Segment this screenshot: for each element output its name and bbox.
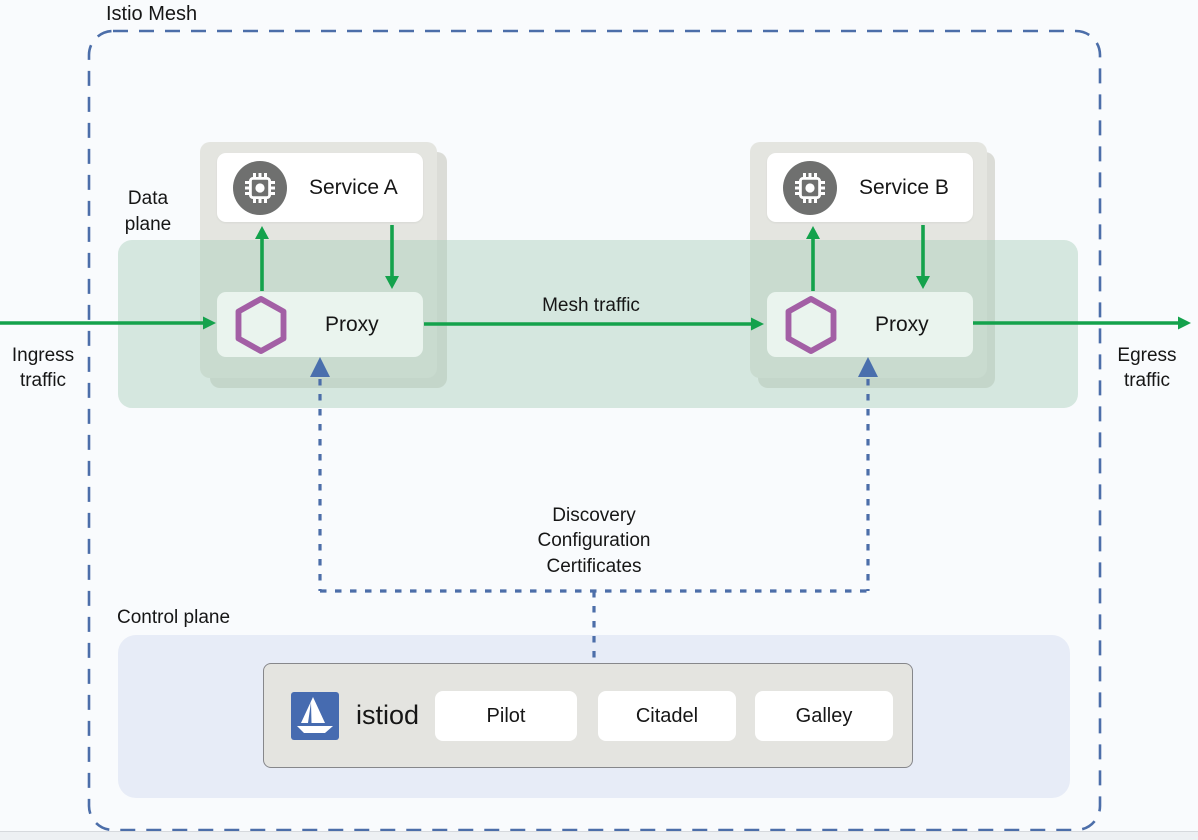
citadel-label: Citadel — [635, 704, 699, 727]
mesh-traffic-label: Mesh traffic — [542, 295, 640, 316]
istiod-component-citadel: Citadel — [598, 691, 736, 741]
control-channel-line2: Configuration — [537, 530, 651, 552]
control-channel-line1: Discovery — [552, 505, 636, 526]
data-plane-label-line2: plane — [124, 214, 172, 235]
service-b-label: Service B — [859, 175, 949, 199]
envoy-hexagon-icon — [235, 295, 287, 354]
page-bottom-strip — [0, 831, 1198, 840]
microchip-icon — [233, 160, 287, 215]
data-plane-label: Data plane — [114, 186, 182, 238]
istiod-label: istiod — [356, 700, 420, 730]
egress-label-line2: traffic — [1123, 370, 1171, 391]
service-a-box: Service A — [217, 153, 423, 222]
egress-label-line1: Egress — [1117, 345, 1177, 366]
data-plane-label-line1: Data — [127, 188, 169, 209]
control-plane-label: Control plane — [117, 607, 231, 628]
microchip-icon-glyph — [245, 172, 275, 203]
service-b-box: Service B — [767, 153, 973, 222]
galley-label: Galley — [795, 704, 853, 727]
egress-traffic-label: Egress traffic — [1107, 343, 1187, 393]
microchip-icon — [783, 160, 837, 215]
egress-arrowhead — [1178, 316, 1191, 330]
istio-sailboat-logo — [291, 691, 339, 740]
proxy-a-label: Proxy — [325, 312, 379, 336]
control-channel-label: Discovery Configuration Certificates — [509, 503, 679, 579]
istiod-component-pilot: Pilot — [435, 691, 577, 741]
istio-sailboat-glyph — [297, 696, 333, 733]
control-channel-line3: Certificates — [546, 555, 642, 577]
ingress-label-line2: traffic — [19, 370, 67, 391]
istiod-component-galley: Galley — [755, 691, 893, 741]
service-a-label: Service A — [309, 175, 398, 199]
ingress-traffic-label: Ingress traffic — [4, 343, 82, 393]
microchip-icon-glyph — [795, 172, 825, 203]
pilot-label: Pilot — [486, 704, 526, 727]
proxy-b-label: Proxy — [875, 312, 929, 336]
envoy-hexagon-icon — [785, 295, 837, 354]
ingress-label-line1: Ingress — [11, 345, 75, 366]
istio-mesh-label: Istio Mesh — [106, 3, 198, 25]
proxy-a-box: Proxy — [217, 292, 423, 357]
proxy-b-box: Proxy — [767, 292, 973, 357]
